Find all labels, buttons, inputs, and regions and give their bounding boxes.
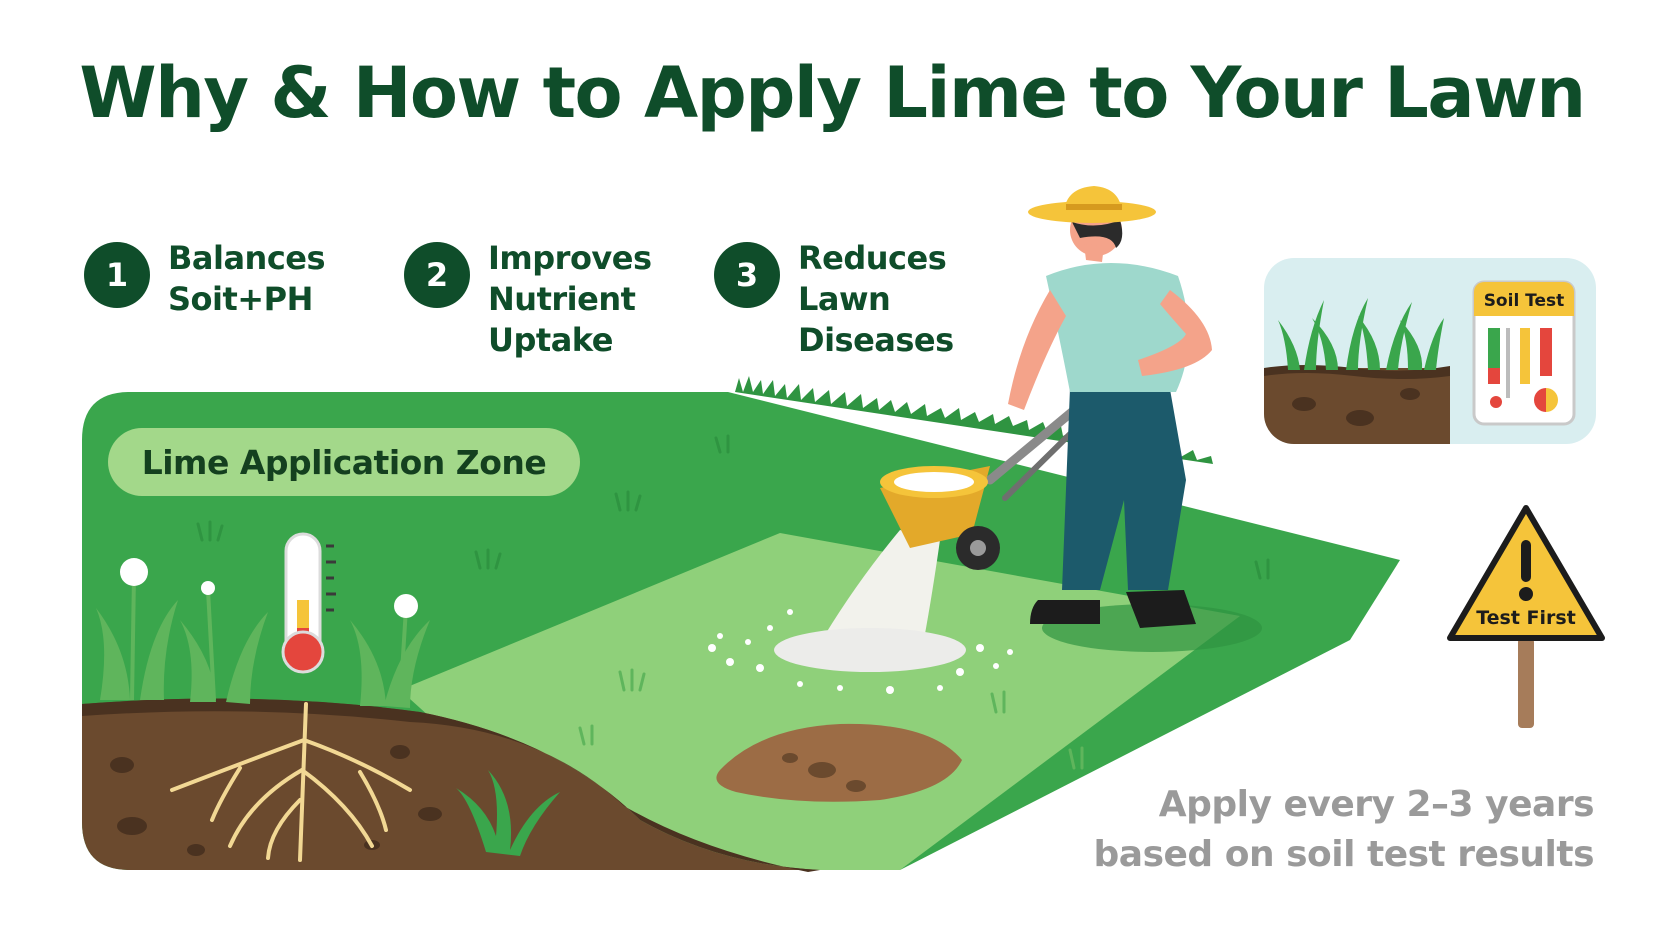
thermometer-icon xyxy=(281,532,336,674)
roots-icon xyxy=(170,702,412,862)
warning-sign-icon: Test First xyxy=(1447,505,1605,728)
benefit-2-number: 2 xyxy=(404,242,470,308)
zone-label: Lime Application Zone xyxy=(108,428,580,496)
benefit-3-text: Reduces Lawn Diseases xyxy=(798,239,954,359)
note-line-1: Apply every 2–3 years xyxy=(1158,784,1595,825)
limed-path xyxy=(400,533,1240,870)
benefit-3: 3 Reduces Lawn Diseases xyxy=(714,238,954,361)
benefit-1-text: Balances Soit+PH xyxy=(168,239,326,318)
benefit-1: 1 Balances Soit+PH xyxy=(84,238,326,320)
dirt-patch xyxy=(716,723,962,802)
soil-test-label: Soil Test xyxy=(1484,291,1565,311)
page-title: Why & How to Apply Lime to Your Lawn xyxy=(79,52,1586,134)
note-line-2: based on soil test results xyxy=(1093,834,1595,875)
dandelions xyxy=(96,558,430,708)
soil-test-card: Soil Test xyxy=(1264,258,1596,444)
warning-sign-label: Test First xyxy=(1476,607,1576,629)
lime-spray xyxy=(810,530,940,660)
benefit-2-text: Improves Nutrient Uptake xyxy=(488,239,652,359)
benefit-1-number: 1 xyxy=(84,242,150,308)
gardener-icon xyxy=(1008,186,1212,628)
lime-pile xyxy=(774,628,966,672)
grass-tuft xyxy=(456,770,560,856)
application-note: Apply every 2–3 years based on soil test… xyxy=(1093,780,1595,880)
benefit-3-number: 3 xyxy=(714,242,780,308)
benefit-2: 2 Improves Nutrient Uptake xyxy=(404,238,652,361)
soil-bank xyxy=(82,698,820,870)
soil-test-kit-icon: Soil Test xyxy=(1472,280,1576,426)
